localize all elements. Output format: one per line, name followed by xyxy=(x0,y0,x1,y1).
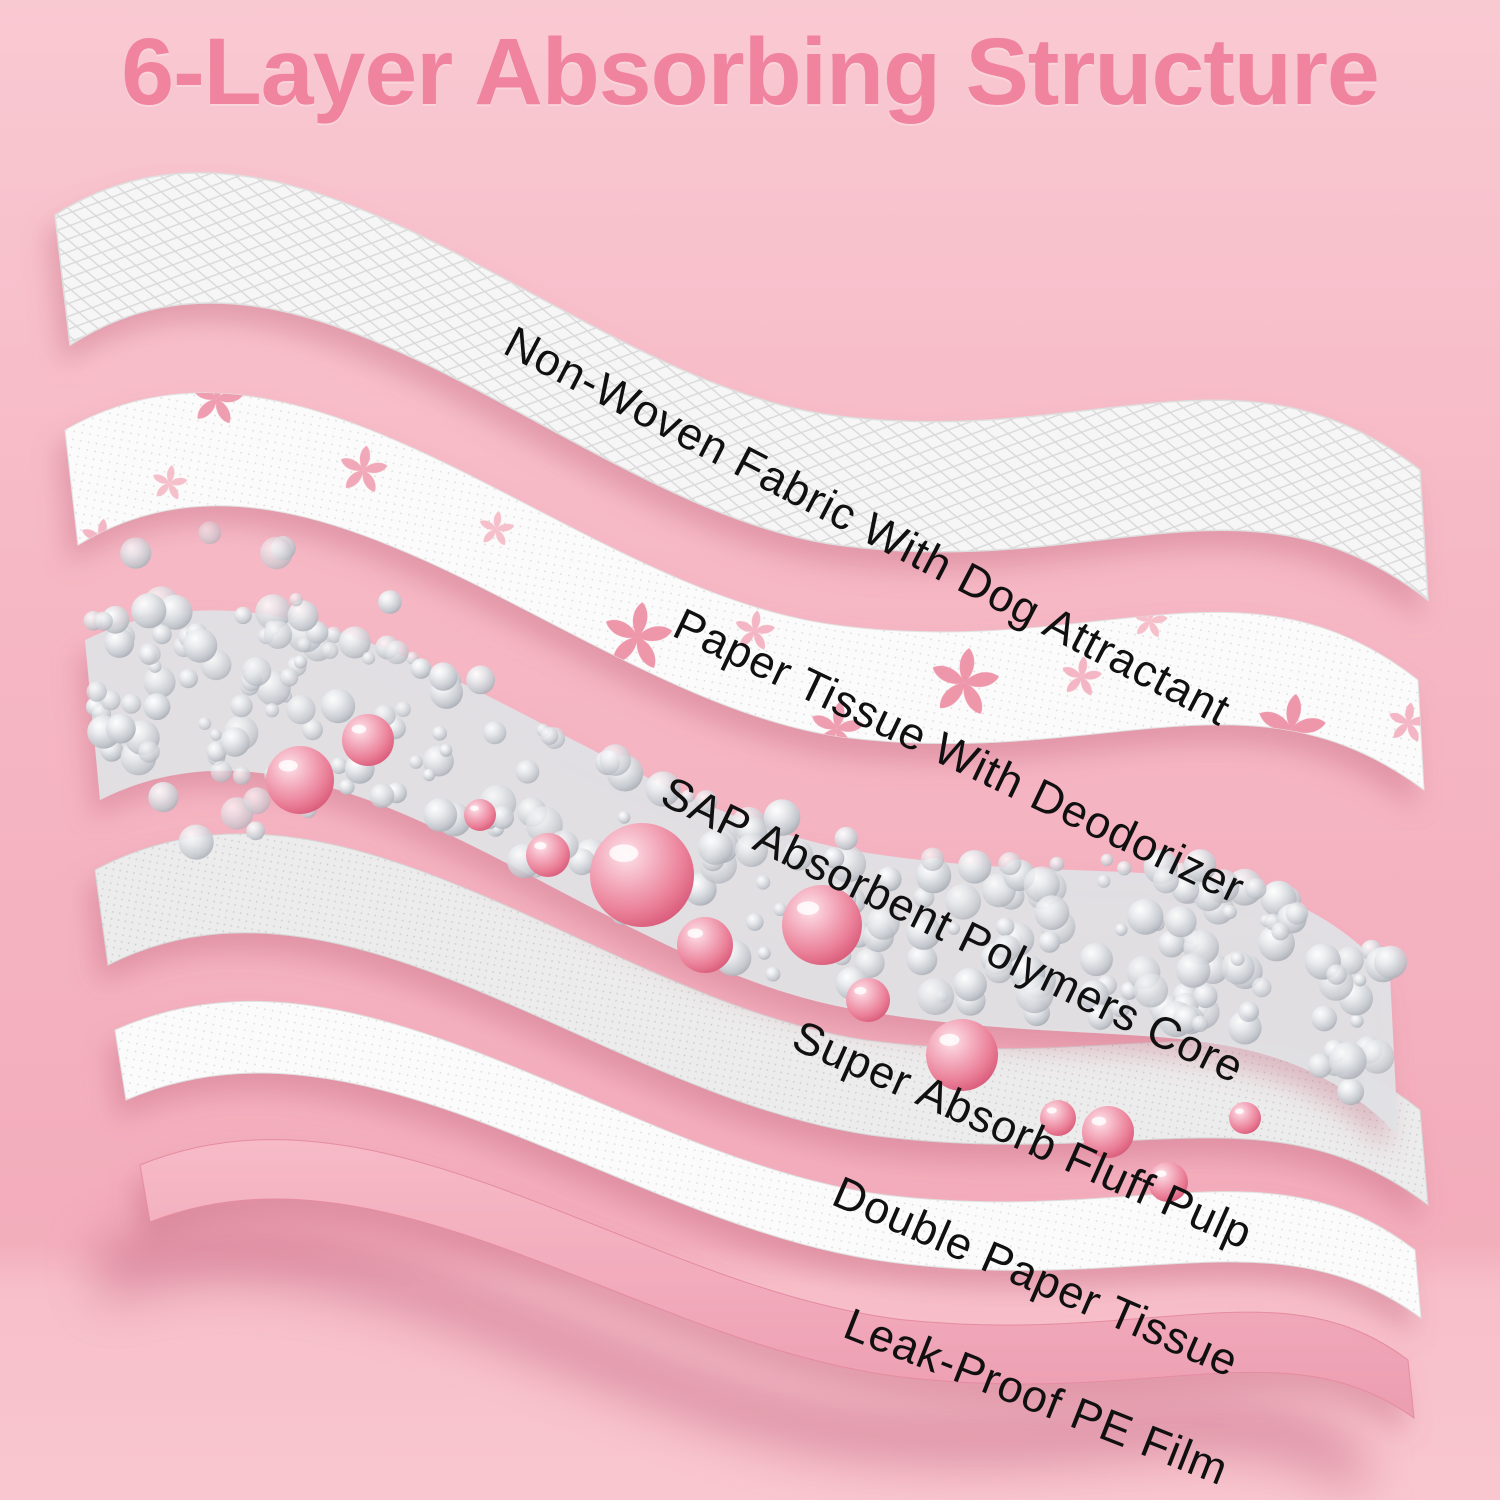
layer-shape-deodorizer-tissue xyxy=(64,392,1425,792)
layer-shape-pe-film xyxy=(139,1139,1415,1420)
stack-floor-shadow xyxy=(92,1221,1366,1500)
page-title: 6-Layer Absorbing Structure xyxy=(121,19,1380,125)
layer-shape-non-woven xyxy=(54,172,1429,602)
layer-shape-sap-core xyxy=(85,610,1398,1135)
layer-shape-double-tissue xyxy=(114,1001,1422,1320)
sap-beads xyxy=(83,521,1408,1202)
